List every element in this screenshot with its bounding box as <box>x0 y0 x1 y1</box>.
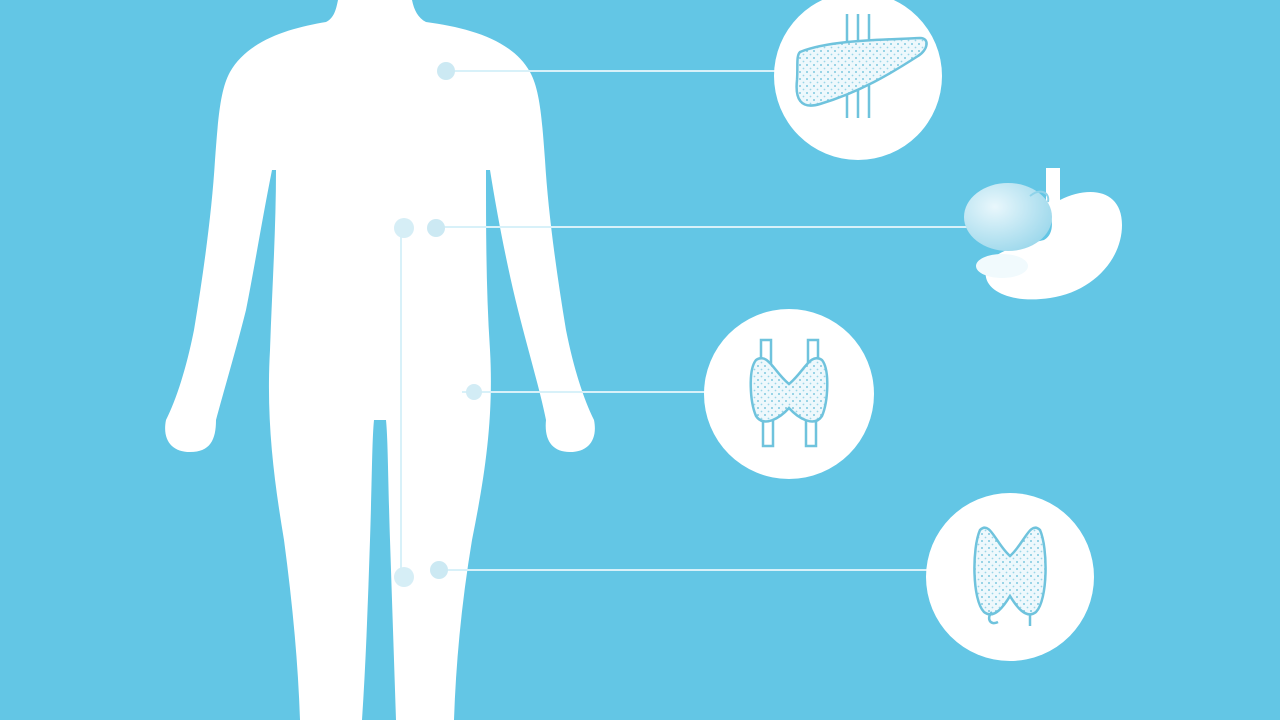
stomach-gland <box>964 183 1052 251</box>
marker-dot-liver <box>437 62 455 80</box>
stomach-icon <box>964 168 1122 300</box>
pancreas-icon <box>749 338 829 448</box>
thyroid-icon <box>973 526 1047 626</box>
thyroid-callout <box>926 493 1094 661</box>
marker-dot-stomach <box>427 219 445 237</box>
liver-icon <box>795 14 928 118</box>
marker-dot-bracket-bottom <box>394 567 414 587</box>
marker-dot-pancreas <box>466 384 482 400</box>
marker-dot-bracket-top <box>394 218 414 238</box>
pancreas-callout <box>704 309 874 479</box>
marker-dot-thyroid <box>430 561 448 579</box>
human-silhouette <box>165 0 595 720</box>
liver-callout <box>774 0 942 160</box>
